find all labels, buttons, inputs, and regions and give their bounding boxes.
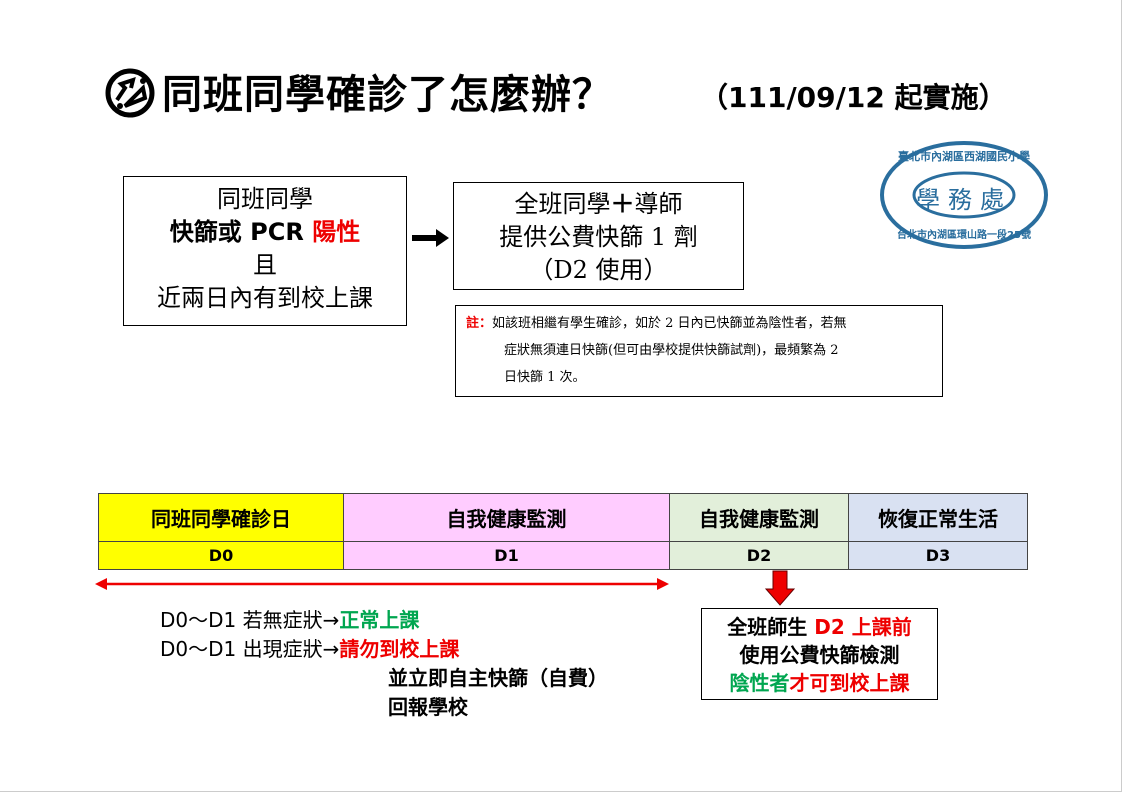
action-box: 全班同學＋導師 提供公費快篩 1 劑 （D2 使用） xyxy=(453,182,744,290)
note-text: 如該班相繼有學生確診，如於 2 日內已快篩並為陰性者，若無 xyxy=(492,316,847,331)
timeline-d2-label: 自我健康監測 xyxy=(669,493,849,542)
stamp-center-text: 學務處 xyxy=(916,186,1012,214)
note-text: 症狀無須連日快篩(但可由學校提供快篩試劑)，最頻繁為 2 xyxy=(504,343,839,358)
timeline-d1-label: 自我健康監測 xyxy=(343,493,670,542)
timeline-d1: D1 xyxy=(343,541,670,570)
school-stamp: 臺北市內湖區西湖國民小學 學務處 台北市內湖區環山路一段25號 xyxy=(878,140,1050,250)
effective-date: （111/09/12 起實施） xyxy=(700,81,1007,114)
condition-line: 且 xyxy=(253,251,277,279)
condition-line: 近兩日內有到校上課 xyxy=(157,284,373,312)
down-arrow-icon xyxy=(765,570,795,606)
no-phone-icon xyxy=(105,68,155,118)
stamp-bottom-text: 台北市內湖區環山路一段25號 xyxy=(897,230,1031,241)
action-line: 提供公費快篩 1 劑 xyxy=(499,223,698,251)
condition-line: 同班同學 xyxy=(217,185,313,213)
timeline-d3: D3 xyxy=(848,541,1028,570)
page-title: 同班同學確診了怎麼辦？ xyxy=(162,72,613,118)
note-label: 註： xyxy=(466,316,493,331)
action-line: 全班同學＋導師 xyxy=(514,189,683,218)
timeline-d0-label: 同班同學確診日 xyxy=(98,493,344,542)
timeline-d0: D0 xyxy=(98,541,344,570)
timeline-table: 同班同學確診日 自我健康監測 自我健康監測 恢復正常生活 D0 D1 D2 D3 xyxy=(98,493,1028,570)
timeline-d3-label: 恢復正常生活 xyxy=(848,493,1028,542)
d2-test-box: 全班師生 D2 上課前 使用公費快篩檢測 陰性者才可到校上課 xyxy=(701,608,938,700)
action-line: （D2 使用） xyxy=(529,256,668,284)
right-arrow-icon xyxy=(412,229,449,247)
stamp-top-text: 臺北市內湖區西湖國民小學 xyxy=(898,150,1030,163)
double-arrow-icon xyxy=(95,578,669,590)
condition-box: 同班同學 快篩或 PCR 陽性 且 近兩日內有到校上課 xyxy=(123,176,407,326)
timeline-d2: D2 xyxy=(669,541,849,570)
guidance-text: D0～D1 若無症狀→正常上課 D0～D1 出現症狀→請勿到校上課 並立即自主快… xyxy=(160,608,608,719)
note-box: 註：如該班相繼有學生確診，如於 2 日內已快篩並為陰性者，若無 症狀無須連日快篩… xyxy=(455,305,943,397)
condition-line: 快篩或 PCR 陽性 xyxy=(169,218,361,246)
note-text: 日快篩 1 次。 xyxy=(504,370,586,385)
